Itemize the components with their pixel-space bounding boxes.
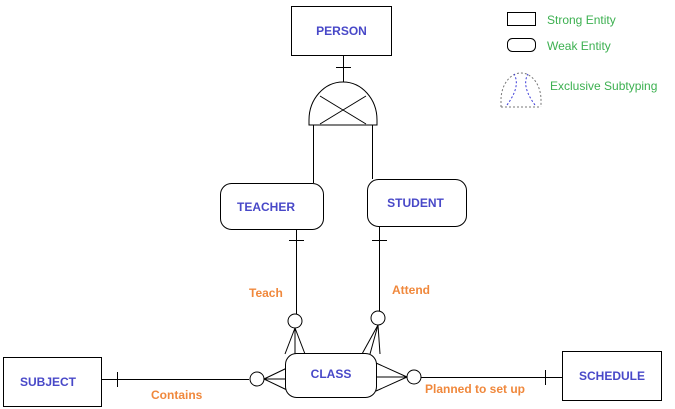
entity-schedule-label: SCHEDULE: [579, 369, 645, 383]
exclusive-subtyping-symbol: [308, 55, 378, 126]
entity-student-label: STUDENT: [387, 196, 444, 210]
legend-weak-entity-label: Weak Entity: [547, 39, 611, 53]
relationship-line-teach: [284, 230, 306, 355]
entity-schedule[interactable]: SCHEDULE: [562, 351, 662, 401]
entity-teacher-label: TEACHER: [237, 200, 295, 214]
entity-person-label: PERSON: [316, 24, 367, 38]
relationship-line-attend: [361, 227, 387, 355]
entity-person[interactable]: PERSON: [291, 6, 392, 56]
legend-exclusive-subtyping-label: Exclusive Subtyping: [550, 79, 657, 93]
entity-student[interactable]: STUDENT: [367, 179, 467, 227]
entity-teacher[interactable]: TEACHER: [220, 183, 324, 230]
relationship-line-contains: [102, 367, 288, 391]
relationship-label-attend: Attend: [392, 283, 430, 297]
entity-subject-label: SUBJECT: [20, 375, 77, 389]
legend-strong-entity-symbol: [507, 12, 536, 26]
legend-strong-entity-label: Strong Entity: [547, 13, 616, 27]
relationship-label-planned: Planned to set up: [425, 382, 525, 396]
entity-subject[interactable]: SUBJECT: [3, 357, 102, 407]
legend: Strong Entity Weak Entity Exclusive Subt…: [500, 12, 657, 108]
relationship-line-planned: [375, 362, 562, 392]
entity-class-label: CLASS: [311, 367, 352, 381]
relationship-label-contains: Contains: [151, 388, 203, 402]
legend-weak-entity-symbol: [507, 38, 536, 52]
legend-exclusive-subtyping-symbol: [500, 72, 542, 108]
relationship-label-teach: Teach: [249, 286, 283, 300]
entity-class[interactable]: CLASS: [285, 353, 377, 398]
